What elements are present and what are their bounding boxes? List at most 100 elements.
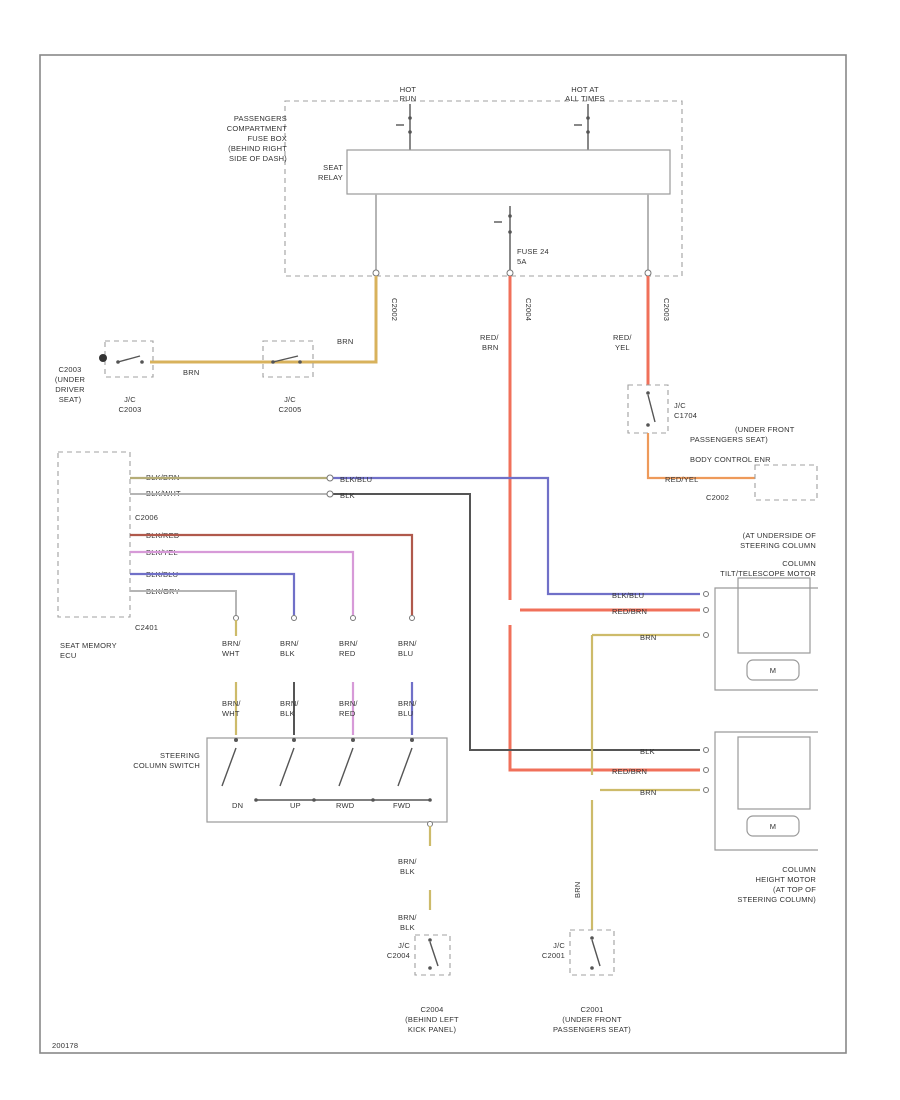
seat-memory-label-2: ECU bbox=[60, 651, 76, 660]
c2001-wire-label: BRN bbox=[573, 882, 582, 898]
tag-bot-3b: RED bbox=[339, 709, 356, 718]
c2003-label-2: (UNDER bbox=[55, 375, 86, 384]
seat-memory-label-1: SEAT MEMORY bbox=[60, 641, 117, 650]
jc-c2005-label-1: J/C bbox=[284, 395, 296, 404]
wire-blk-gry bbox=[130, 590, 237, 615]
wire-red-yel-h-label: RED/YEL bbox=[665, 475, 699, 484]
fuse-box-label-2: COMPARTMENT bbox=[227, 124, 287, 133]
jc-c2003-switch-icon bbox=[116, 355, 144, 364]
height-motor-label-4: STEERING COLUMN) bbox=[737, 895, 816, 904]
tag-bot-2b: BLK bbox=[280, 709, 295, 718]
tilt-motor-label-3: COLUMN bbox=[782, 559, 816, 568]
switch-pos-rwd: RWD bbox=[336, 801, 355, 810]
height-motor-label-3: (AT TOP OF bbox=[773, 885, 816, 894]
tag-bot-3a: BRN/ bbox=[339, 699, 358, 708]
wire-blk-blu bbox=[130, 572, 296, 615]
jc-c2003-box bbox=[104, 340, 154, 378]
tag-bot-4a: BRN/ bbox=[398, 699, 417, 708]
switch-out-pin bbox=[427, 821, 433, 827]
jc-c1704-label-1: J/C bbox=[674, 401, 686, 410]
wire-red-brn-lower bbox=[508, 625, 700, 772]
connector-pin-right bbox=[644, 269, 652, 277]
seat-memory-ecu-box bbox=[57, 451, 131, 618]
steering-column-switch-box bbox=[206, 737, 448, 823]
wire-red-yel-label-1: RED/ bbox=[613, 333, 632, 342]
fuse-hot-run-icon bbox=[396, 104, 412, 150]
fuse-24-label-1: FUSE 24 bbox=[517, 247, 549, 256]
tag-bot-1b: WHT bbox=[222, 709, 240, 718]
wire-brn-label-top: BRN bbox=[337, 337, 353, 346]
wire-red-brn-label-2: BRN bbox=[482, 343, 498, 352]
c2004-label-3: KICK PANEL) bbox=[408, 1025, 457, 1034]
wire-red-yel-lower bbox=[646, 433, 755, 480]
tag-bot-4b: BLU bbox=[398, 709, 413, 718]
diagram-frame bbox=[39, 54, 847, 1054]
tag-top-2b: BLK bbox=[280, 649, 295, 658]
tilt-motor-m-icon bbox=[746, 659, 800, 681]
c2001-label-1: C2001 bbox=[580, 1005, 603, 1014]
switch-out-label-2: BLK bbox=[400, 867, 415, 876]
fuse-24-label-2: 5A bbox=[517, 257, 527, 266]
c2002-label: C2002 bbox=[706, 493, 729, 502]
wire-blk-yel bbox=[130, 550, 355, 615]
ecu-right-1-label: BLK/BLU bbox=[340, 475, 372, 484]
c2401-label: C2401 bbox=[135, 623, 158, 632]
tilt-wire-3-label: BRN bbox=[640, 633, 656, 642]
tag-top-1b: WHT bbox=[222, 649, 240, 658]
jc-c2003-label-1: J/C bbox=[124, 395, 136, 404]
tilt-motor-m: M bbox=[770, 666, 776, 675]
tilt-motor-pins bbox=[703, 591, 709, 638]
tag-top-1a: BRN/ bbox=[222, 639, 241, 648]
c2003-label-1: C2003 bbox=[58, 365, 81, 374]
c2004-label-2: (BEHIND LEFT bbox=[405, 1015, 459, 1024]
fuse-box-outline bbox=[284, 100, 683, 277]
steering-switch-label-1: STEERING bbox=[160, 751, 200, 760]
jc-c2001-label-1: J/C bbox=[553, 941, 565, 950]
jc-c2005-label-2: C2005 bbox=[278, 405, 301, 414]
wire-blk-red bbox=[130, 533, 414, 615]
steering-switch-label-2: COLUMN SWITCH bbox=[133, 761, 200, 770]
height-wire-1-label: BLK bbox=[640, 747, 655, 756]
hot-all-label-2: ALL TIMES bbox=[565, 94, 605, 103]
under-front-label-1: (UNDER FRONT bbox=[735, 425, 795, 434]
jc-c2005-switch-icon bbox=[271, 355, 302, 364]
tag-top-4b: BLU bbox=[398, 649, 413, 658]
tag-bot-2a: BRN/ bbox=[280, 699, 299, 708]
fuse-24-icon bbox=[494, 206, 512, 272]
tag-top-2a: BRN/ bbox=[280, 639, 299, 648]
under-front-label-3: BODY CONTROL ENR bbox=[690, 455, 771, 464]
fuse-hot-all-icon bbox=[574, 104, 590, 150]
ecu-right-2-label: BLK bbox=[340, 491, 355, 500]
tilt-motor-label-1: (AT UNDERSIDE OF bbox=[743, 531, 817, 540]
hot-all-label-1: HOT AT bbox=[571, 85, 599, 94]
jc-c2003-label-2: C2003 bbox=[118, 405, 141, 414]
wire-blk-blu-tilt bbox=[330, 476, 700, 596]
wire-brn-relay bbox=[150, 276, 378, 364]
wire-red-yel-label-2: YEL bbox=[615, 343, 630, 352]
footer-id: 200178 bbox=[52, 1041, 78, 1050]
c2001-label-2: (UNDER FRONT bbox=[562, 1015, 622, 1024]
c2003-label-4: SEAT) bbox=[59, 395, 82, 404]
under-front-label-2: PASSENGERS SEAT) bbox=[690, 435, 768, 444]
splice-2 bbox=[326, 490, 334, 498]
height-motor-label-1: COLUMN bbox=[782, 865, 816, 874]
wire-blk-height bbox=[330, 493, 700, 751]
tilt-wire-1-label: BLK/BLU bbox=[612, 591, 644, 600]
height-motor-body bbox=[737, 736, 811, 810]
tag-top-3b: RED bbox=[339, 649, 356, 658]
height-wire-2-label: RED/BRN bbox=[612, 767, 647, 776]
jc-c2001-label-2: C2001 bbox=[542, 951, 565, 960]
height-motor-label-2: HEIGHT MOTOR bbox=[756, 875, 817, 884]
tilt-wire-2-label: RED/BRN bbox=[612, 607, 647, 616]
c2003-label-3: DRIVER bbox=[55, 385, 85, 394]
wire-brn-label-left: BRN bbox=[183, 368, 199, 377]
fuse-box-label-4: (BEHIND RIGHT bbox=[228, 144, 287, 153]
switch-pos-fwd: FWD bbox=[393, 801, 411, 810]
seat-relay-label-1: SEAT bbox=[323, 163, 343, 172]
switch-pos-up: UP bbox=[290, 801, 301, 810]
jc-c1704-switch-icon bbox=[646, 391, 656, 427]
tilt-motor-body bbox=[737, 577, 811, 654]
jc-c2005-box bbox=[262, 340, 314, 378]
tag-top-4a: BRN/ bbox=[398, 639, 417, 648]
